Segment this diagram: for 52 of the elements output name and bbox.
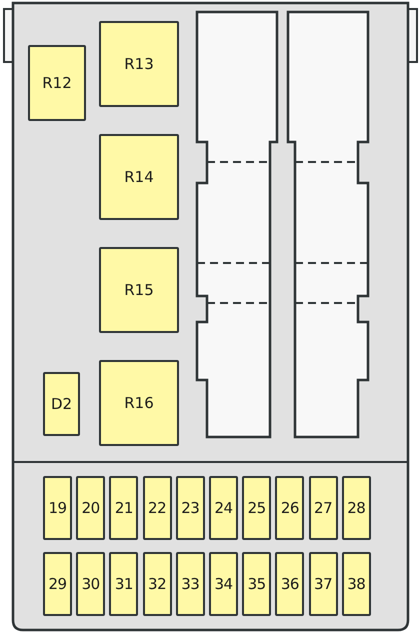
fuse-box	[109, 476, 138, 540]
fuse-number: 23	[181, 499, 200, 517]
fuse-box	[142, 476, 172, 540]
fuse-number: 35	[248, 575, 266, 593]
fuse-box	[76, 476, 106, 540]
component-label: R12	[42, 74, 72, 92]
fuse-box	[43, 552, 72, 616]
fuse-box	[43, 476, 72, 540]
fuse-box	[342, 476, 371, 540]
fuse-box	[109, 552, 138, 616]
diode-box	[43, 372, 80, 436]
fuse-number: 24	[214, 499, 233, 517]
fuse-box	[142, 552, 172, 616]
fuse-number: 29	[48, 575, 67, 593]
fuse-box	[176, 552, 205, 616]
fuse-number: 38	[347, 575, 366, 593]
fuse-number: 31	[114, 575, 133, 593]
relay-box	[99, 21, 179, 107]
fuse-number: 22	[148, 499, 166, 517]
fuse-number: 36	[280, 575, 299, 593]
fuse-box	[242, 476, 272, 540]
relay-box	[99, 247, 179, 333]
relay-box	[28, 45, 86, 121]
fuse-number: 27	[314, 499, 332, 517]
fuse-number: 33	[181, 575, 200, 593]
fuse-number: 26	[280, 499, 299, 517]
fuse-box	[209, 552, 238, 616]
fuse-box	[275, 552, 304, 616]
fuse-box	[209, 476, 238, 540]
fuse-box	[76, 552, 106, 616]
component-label: R16	[124, 394, 154, 412]
fuse-number: 28	[347, 499, 366, 517]
fuse-box	[308, 552, 338, 616]
fuse-number: 30	[82, 575, 100, 593]
fuse-number: 37	[314, 575, 332, 593]
component-label: D2	[50, 395, 72, 413]
fuse-number: 25	[248, 499, 266, 517]
fuse-box	[176, 476, 205, 540]
component-label: R14	[124, 168, 154, 186]
fuse-box	[242, 552, 272, 616]
fuse-number: 19	[48, 499, 67, 517]
fuse-box	[342, 552, 371, 616]
component-label: R13	[124, 55, 154, 73]
relay-box	[99, 134, 179, 220]
fuse-number: 20	[82, 499, 100, 517]
fuse-box	[308, 476, 338, 540]
fuse-number: 21	[114, 499, 133, 517]
component-label: R15	[124, 281, 154, 299]
fuse-number: 34	[214, 575, 233, 593]
fuse-box	[275, 476, 304, 540]
fuse-number: 32	[148, 575, 166, 593]
relay-box	[99, 360, 179, 446]
